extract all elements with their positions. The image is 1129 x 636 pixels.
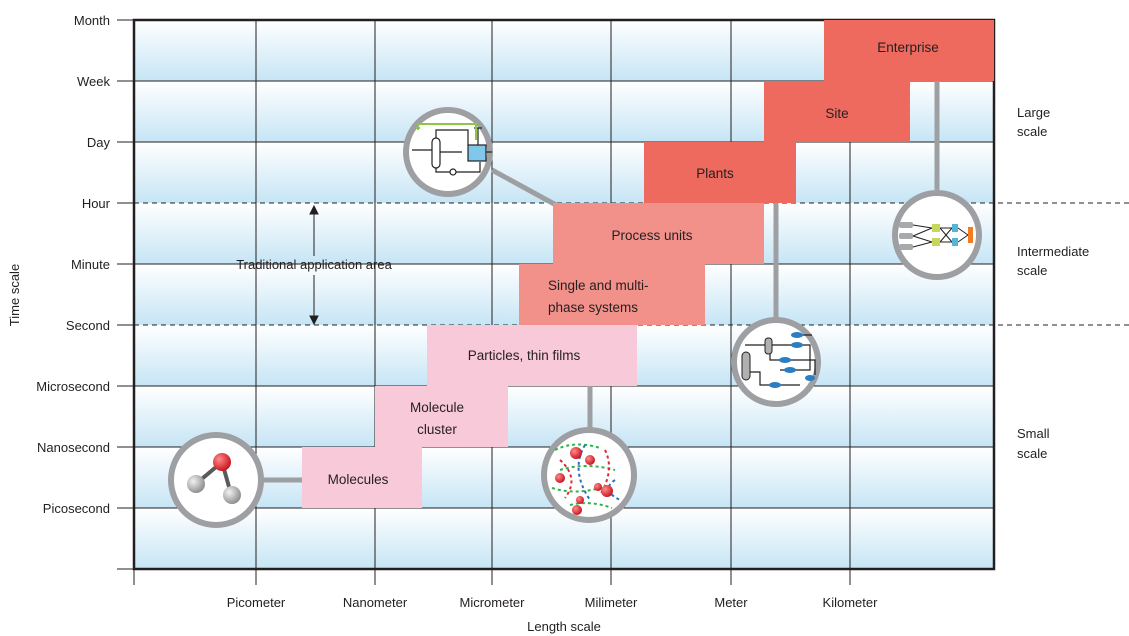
axis-ticks — [117, 19, 851, 585]
intermediate-scale-label-1: Intermediate — [1017, 244, 1089, 259]
block-plants — [644, 142, 796, 203]
large-scale-label-2: scale — [1017, 124, 1047, 139]
block-single-multi — [519, 264, 705, 325]
process-units-label: Process units — [611, 228, 692, 243]
enterprise-label: Enterprise — [877, 40, 939, 55]
y-tick-day: Day — [87, 135, 111, 150]
large-scale-label-1: Large — [1017, 105, 1050, 120]
y-tick-microsecond: Microsecond — [36, 379, 110, 394]
molecule-cluster-label-1: Molecule — [410, 400, 464, 415]
particles-label: Particles, thin films — [468, 348, 581, 363]
small-scale-label-1: Small — [1017, 426, 1050, 441]
single-multi-label-1: Single and multi- — [548, 278, 649, 293]
block-process-units — [553, 203, 764, 264]
plot-frame — [132, 18, 996, 571]
y-axis-title: Time scale — [7, 264, 22, 326]
x-tick-milimeter: Milimeter — [585, 595, 638, 610]
y-tick-hour: Hour — [82, 196, 111, 211]
block-site — [764, 81, 910, 142]
x-axis-title: Length scale — [527, 619, 601, 634]
x-tick-kilometer: Kilometer — [823, 595, 879, 610]
scale-blocks — [302, 20, 994, 508]
x-tick-micrometer: Micrometer — [459, 595, 525, 610]
traditional-area-label: Traditional application area — [236, 257, 392, 272]
block-enterprise — [824, 20, 994, 81]
process-flowsheet-circle-icon — [403, 107, 493, 197]
y-tick-month: Month — [74, 13, 110, 28]
small-scale-label-2: scale — [1017, 446, 1047, 461]
x-tick-picometer: Picometer — [227, 595, 286, 610]
x-tick-nanometer: Nanometer — [343, 595, 408, 610]
particles-circle-icon — [541, 427, 637, 523]
block-particles — [427, 325, 637, 386]
supply-chain-circle-icon — [892, 190, 982, 280]
y-tick-minute: Minute — [71, 257, 110, 272]
y-tick-second: Second — [66, 318, 110, 333]
block-molecules — [302, 447, 422, 508]
site-label: Site — [825, 106, 848, 121]
molecule-cluster-label-2: cluster — [417, 422, 457, 437]
plants-label: Plants — [696, 166, 734, 181]
molecule-circle-icon — [168, 432, 264, 528]
traditional-area-arrow — [309, 204, 319, 326]
process-network-circle-icon — [731, 317, 821, 407]
y-tick-picosecond: Picosecond — [43, 501, 110, 516]
y-tick-week: Week — [77, 74, 110, 89]
molecules-label: Molecules — [328, 472, 389, 487]
intermediate-scale-label-2: scale — [1017, 263, 1047, 278]
y-tick-nanosecond: Nanosecond — [37, 440, 110, 455]
connectors — [262, 81, 940, 483]
block-molecule-cluster — [375, 386, 508, 447]
x-tick-meter: Meter — [714, 595, 748, 610]
single-multi-label-2: phase systems — [548, 300, 638, 315]
